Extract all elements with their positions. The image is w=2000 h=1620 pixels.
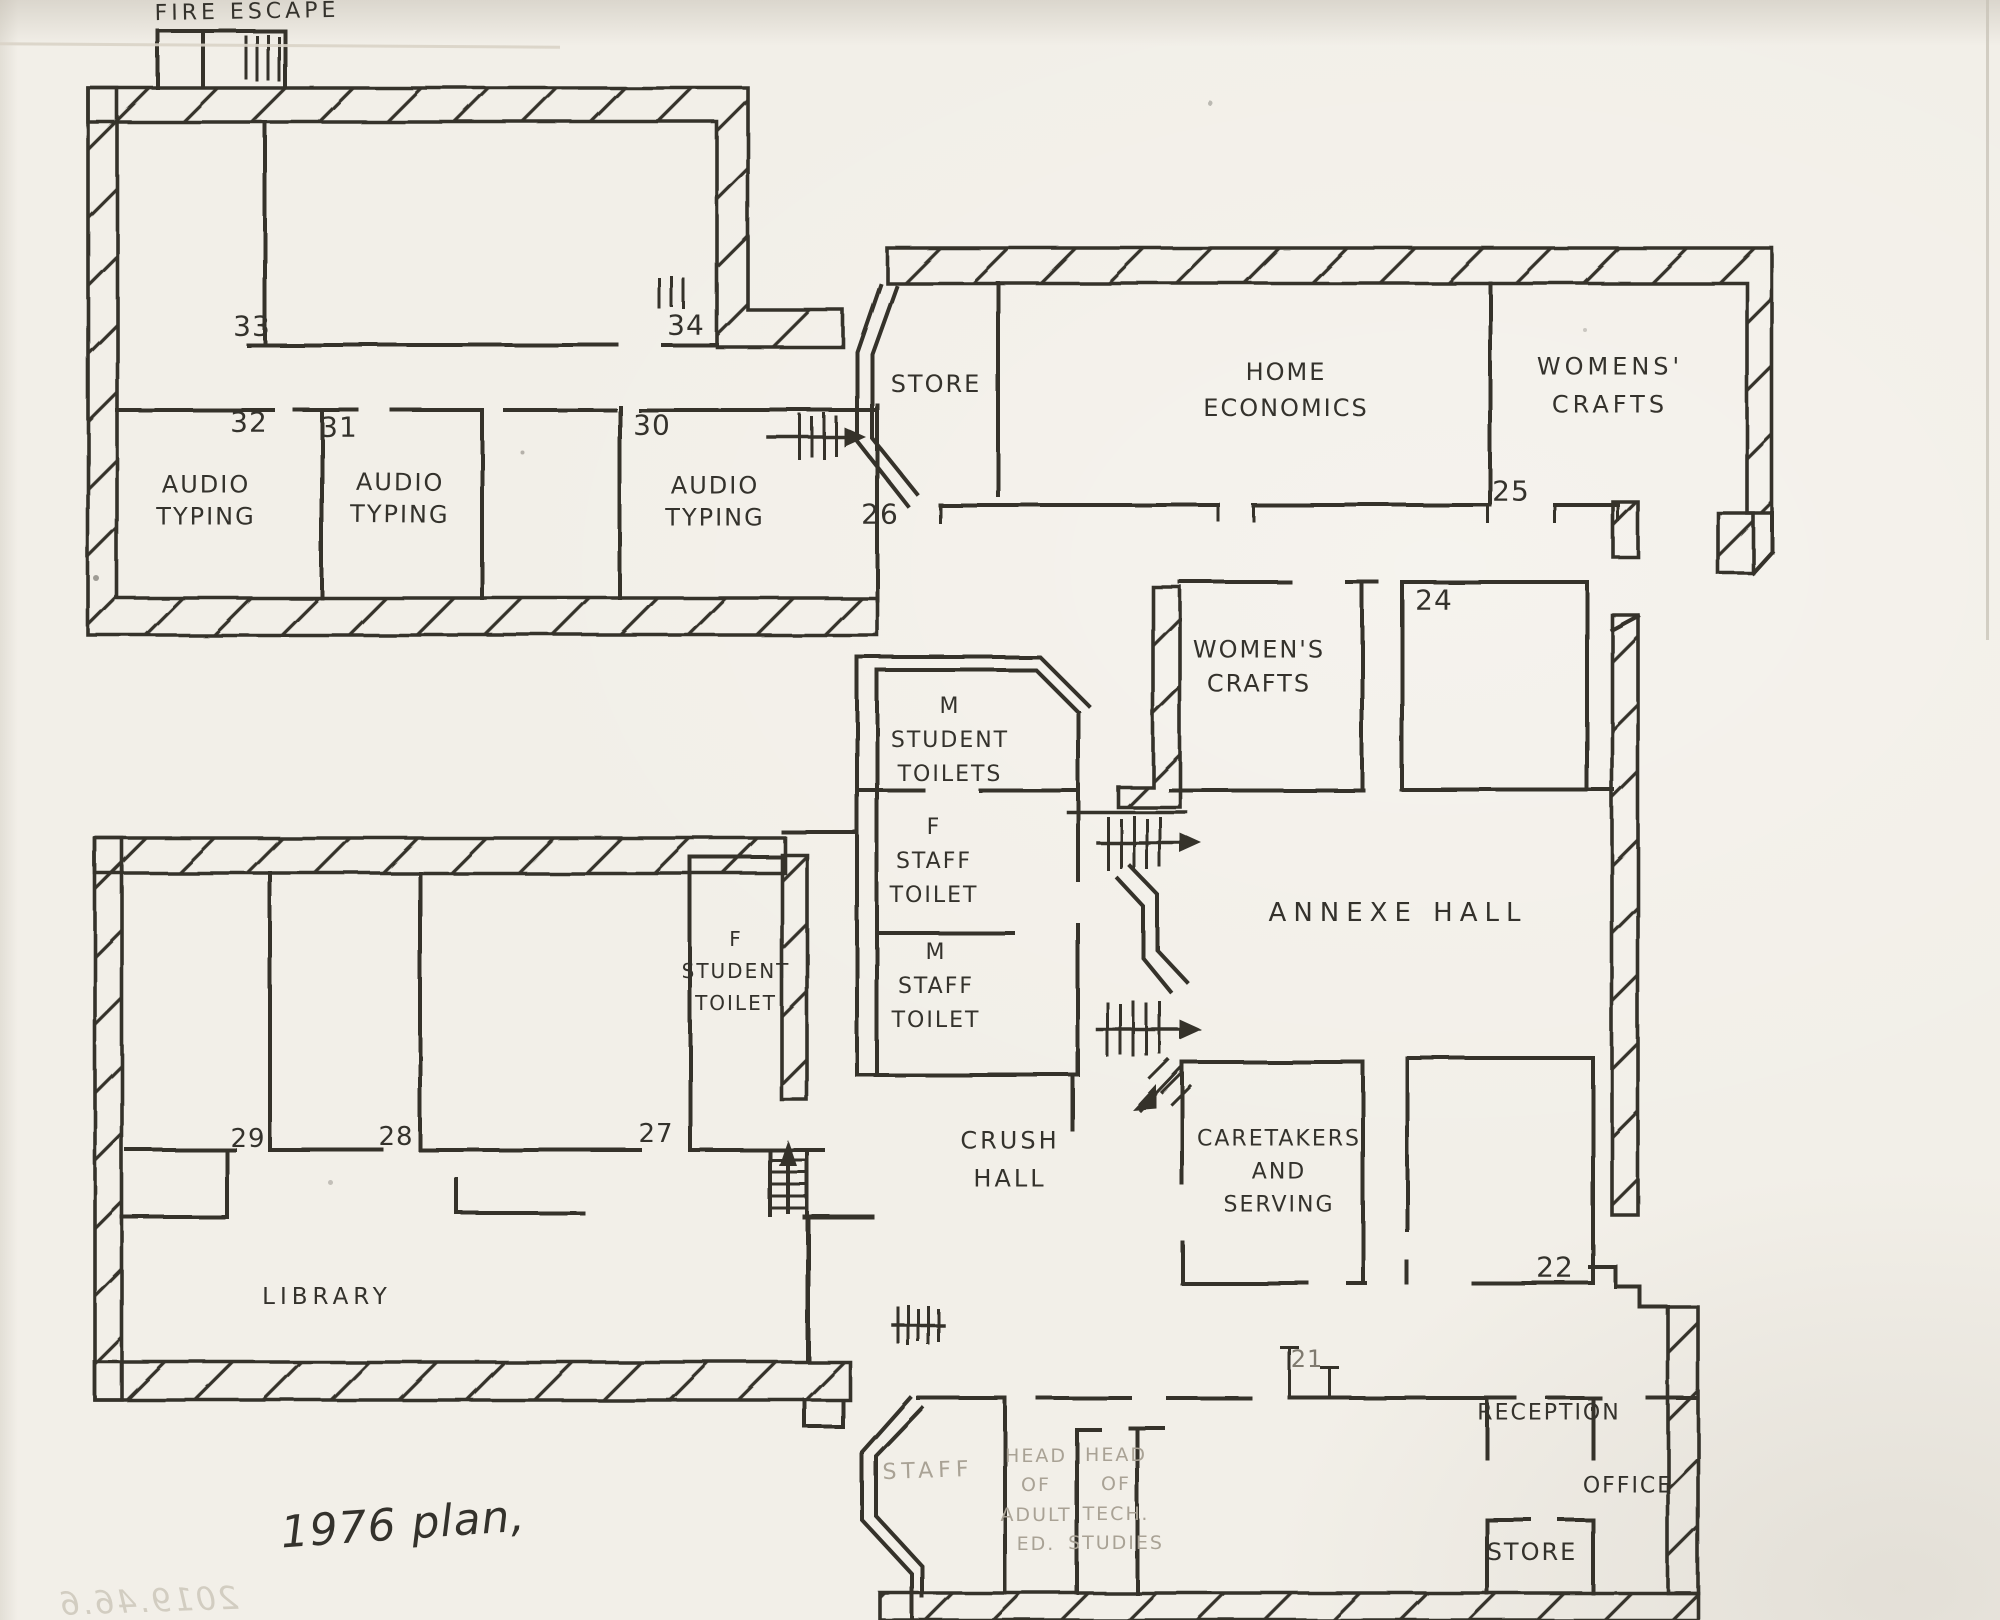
room-number-22: 22 — [1536, 1250, 1574, 1284]
label-store-bottom: STORE — [1486, 1538, 1578, 1567]
label-audio-typing-32: AUDIO TYPING — [156, 470, 256, 530]
crush-hall-walls — [802, 1073, 1075, 1363]
room-number-27: 27 — [638, 1118, 674, 1149]
bleed-through-watermark: 2019.46.6 — [56, 1578, 240, 1620]
label-annexe-hall: ANNEXE HALL — [1268, 897, 1528, 928]
room-number-30: 30 — [633, 408, 671, 442]
stairs-diagonal-small — [1132, 1057, 1193, 1113]
room-number-34: 34 — [667, 308, 705, 342]
annexe-hall-walls — [1066, 500, 1641, 1217]
wing-top-right-walls — [855, 246, 1775, 576]
zigzag-passage-wall — [1114, 863, 1189, 994]
library-walls — [93, 830, 859, 1429]
room-number-32: 32 — [230, 405, 268, 439]
stairs-upper — [1096, 815, 1202, 871]
stairs-crush-hall — [768, 1140, 809, 1217]
label-caretakers: CARETAKERS AND SERVING — [1197, 1126, 1361, 1218]
label-reception: RECEPTION — [1477, 1400, 1621, 1426]
label-f-staff-toilet: F STAFF TOILET — [889, 814, 979, 909]
room-number-24: 24 — [1415, 583, 1453, 617]
label-library: LIBRARY — [262, 1283, 392, 1310]
label-audio-typing-30: AUDIO TYPING — [665, 471, 765, 531]
arrow-right-icon — [1180, 1020, 1202, 1040]
room-number-28: 28 — [378, 1121, 414, 1152]
room-22-walls — [1405, 1056, 1595, 1285]
room-number-21: 21 — [1290, 1345, 1324, 1374]
room-number-26: 26 — [861, 497, 899, 531]
caretakers-room-walls — [1180, 1060, 1367, 1285]
room-number-25: 25 — [1492, 474, 1530, 508]
label-home-economics: HOME ECONOMICS — [1203, 358, 1369, 422]
fire-escape-structure — [156, 29, 287, 90]
arrow-down-left-icon — [1132, 1084, 1156, 1110]
room-number-31: 31 — [320, 410, 358, 444]
southeast-corner-walls — [1588, 1265, 1700, 1595]
room-number-29: 29 — [230, 1123, 266, 1154]
label-head-of-adult-ed: HEAD OF ADULT ED. — [1000, 1445, 1072, 1556]
entrance-door-symbol-top — [766, 412, 866, 461]
arrow-right-icon — [1180, 833, 1202, 853]
paper-speckles — [93, 100, 1587, 1185]
label-womens-crafts-annexe: WOMEN'S CRAFTS — [1192, 635, 1326, 697]
label-m-staff-toilet: M STAFF TOILET — [891, 939, 981, 1034]
ink-linework — [86, 29, 1775, 1620]
office-wing-walls — [860, 1346, 1700, 1620]
label-fire-escape: FIRE ESCAPE — [154, 0, 340, 27]
room-number-33: 33 — [233, 309, 271, 343]
label-staff-pencil: STAFF — [882, 1456, 974, 1486]
entrance-door-symbol-bottom — [891, 1304, 945, 1346]
label-office: OFFICE — [1582, 1473, 1674, 1499]
label-head-of-tech-studies: HEAD OF TECH. STUDIES — [1068, 1444, 1164, 1555]
label-womens-crafts-25: WOMENS' CRAFTS — [1536, 352, 1684, 419]
label-m-student-toilets: M STUDENT TOILETS — [890, 693, 1010, 788]
label-audio-typing-31: AUDIO TYPING — [349, 467, 450, 529]
label-f-student-toilet: F STUDENT TOILET — [681, 927, 791, 1015]
arrow-up-icon — [779, 1140, 797, 1166]
label-store-top: STORE — [890, 370, 982, 399]
label-crush-hall: CRUSH HALL — [960, 1126, 1060, 1193]
toilet-block-walls — [855, 655, 1091, 1077]
wing-top-left-walls — [86, 86, 879, 637]
stairs-lower — [1096, 1001, 1202, 1058]
paper-edge-shadow — [1986, 0, 1989, 640]
